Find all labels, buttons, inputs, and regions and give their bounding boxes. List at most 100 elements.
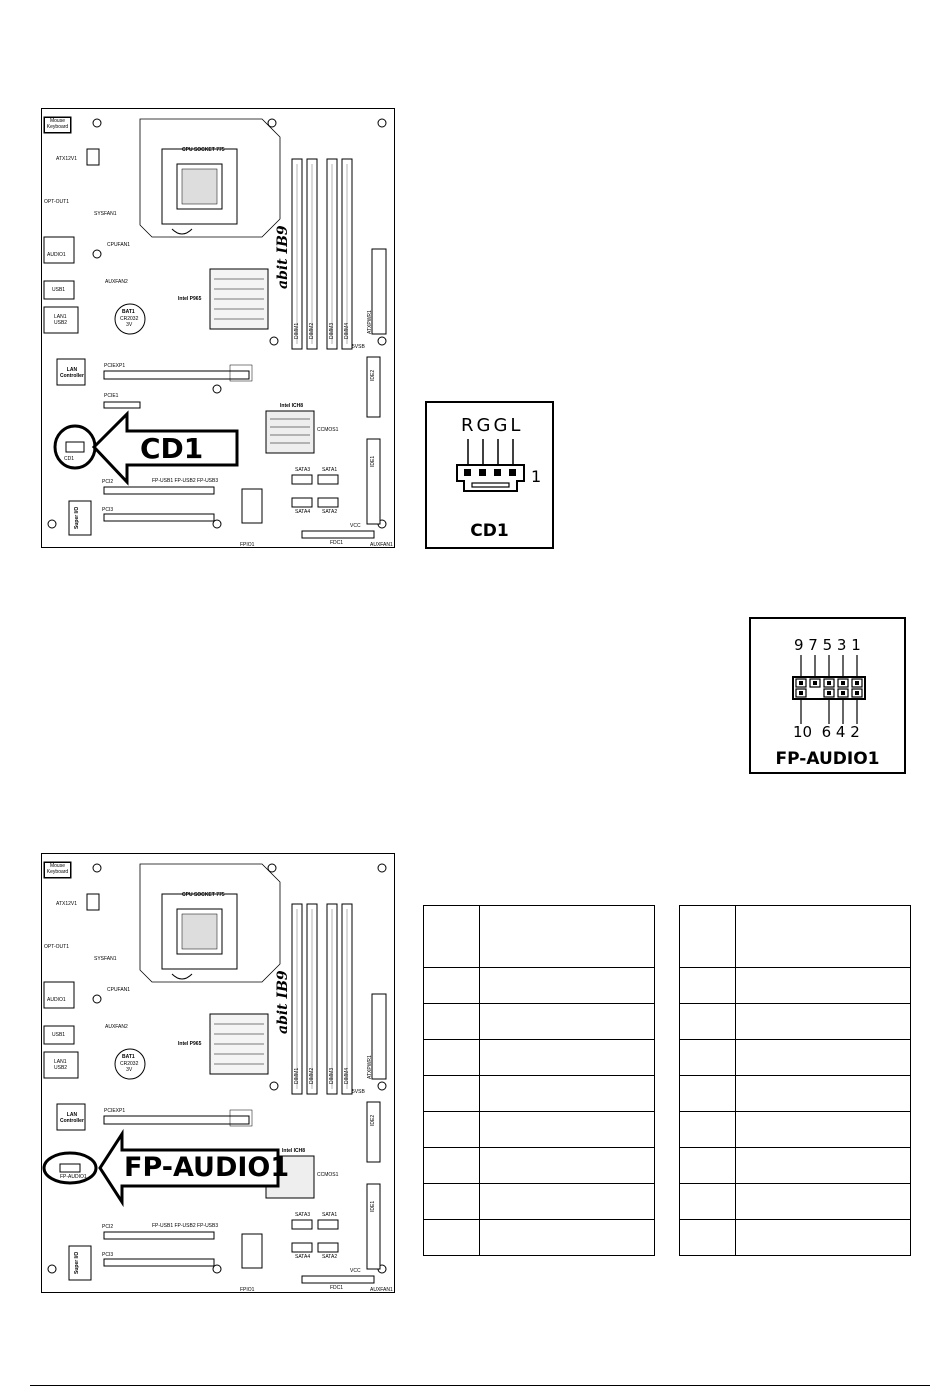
dimm3-label: DIMM3 [329,1067,335,1084]
table-cell [423,1183,480,1220]
cd1-connector-shape [456,439,525,492]
table-header-cell [423,905,480,968]
table-cell [735,1147,911,1184]
table-cell [735,1003,911,1040]
auxfan2-label: AUXFAN2 [105,279,128,285]
sata3-label: SATA3 [295,467,311,473]
table-cell [423,1147,480,1184]
table-header-cell [735,905,911,968]
battery-label: BAT1 [122,1054,135,1060]
table-header-cell [679,905,736,968]
cpu-socket-label: CPU SOCKET 775 [182,892,225,898]
lan-controller-label: LAN Controller [60,1112,84,1124]
ich8-label: Intel ICH8 [280,403,304,409]
sysfan-label: SYSFAN1 [94,211,117,217]
fdc-label: FDC1 [330,1285,344,1291]
auxfan1-label: AUXFAN1 [370,542,393,548]
atxpwr-label: ATXPWR1 [367,1055,373,1079]
chipset-p965-label: Intel P965 [178,296,202,302]
pci3-label: PCI3 [102,507,114,513]
table-cell [423,1039,480,1076]
sata2-label: SATA2 [322,509,338,515]
table-cell [679,1003,736,1040]
opt-out-label: OPT-OUT1 [44,199,70,205]
ide1-label: IDE1 [370,1200,376,1212]
table-cell [423,967,480,1004]
ich8-label: Intel ICH8 [282,1148,306,1154]
motherboard-layout-fp-audio: Mouse Keyboard ATX12V1 OPT-OUT1 SYSFAN1 … [41,853,395,1293]
pciexp-label: PCIEXP1 [104,1108,126,1114]
dimm4-label: DIMM4 [344,322,350,339]
dimm3-label: DIMM3 [329,322,335,339]
table-cell [735,1075,911,1112]
table-cell [679,1219,736,1256]
lan-usb-label: LAN1 USB2 [54,1059,68,1071]
fp-audio-top-numbers: 9 7 5 3 1 [794,636,861,654]
super-io-label: Super I/O [74,1251,80,1274]
fp-audio-small-label: FP-AUDIO1 [60,1174,87,1180]
table-cell [479,1003,655,1040]
table-cell [423,1003,480,1040]
audio-label: AUDIO1 [47,252,66,258]
fdc-label: FDC1 [330,540,344,546]
dimm4-label: DIMM4 [344,1067,350,1084]
cpufan-label: CPUFAN1 [107,242,131,248]
table-cell [479,967,655,1004]
mouse-keyboard-port: Mouse Keyboard [44,117,71,133]
dimm2-label: DIMM2 [309,322,315,339]
table-cell [679,1075,736,1112]
pin-table-right [679,905,911,1256]
cpu-socket-label: CPU SOCKET 775 [182,147,225,153]
fp-audio-callout-text: FP-AUDIO1 [124,1152,290,1183]
audio-label: AUDIO1 [47,997,66,1003]
cd1-pin-one: 1 [531,467,542,486]
pciexp-label: PCIEXP1 [104,363,126,369]
table-header-cell [479,905,655,968]
fpio-label: FPIO1 [240,1287,255,1293]
dimm1-label: DIMM1 [294,1067,300,1084]
dimm1-label: DIMM1 [294,322,300,339]
ccmos-label: CCMOS1 [317,1172,339,1178]
battery-label: BAT1 [122,309,135,315]
table-cell [479,1147,655,1184]
table-cell [479,1075,655,1112]
dimm2-label: DIMM2 [309,1067,315,1084]
sata4-label: SATA4 [295,509,311,515]
table-cell [735,1183,911,1220]
sata4-label: SATA4 [295,1254,311,1260]
table-cell [735,1111,911,1148]
super-io-label: Super I/O [74,506,80,529]
pci2-label: PCI2 [102,1224,114,1230]
sata3-label: SATA3 [295,1212,311,1218]
pci2-label: PCI2 [102,479,114,485]
lan-controller-label: LAN Controller [60,367,84,379]
cd1-caption: CD1 [470,521,509,541]
lan-usb-label: LAN1 USB2 [54,314,68,326]
board-drawing [42,861,387,1284]
table-cell [479,1183,655,1220]
fp-audio-caption: FP-AUDIO1 [775,749,880,769]
table-cell [735,1219,911,1256]
auxfan1-label: AUXFAN1 [370,1287,393,1293]
table-cell [679,1111,736,1148]
table-cell [679,1183,736,1220]
table-cell [479,1111,655,1148]
fp-usb-label: FP-USB1 FP-USB2 FP-USB3 [152,1223,219,1229]
table-cell [735,967,911,1004]
vcc-label: VCC [350,1268,361,1274]
pcie1-label: PCIE1 [104,393,119,399]
sata1-label: SATA1 [322,1212,338,1218]
mouse-keyboard-port: Mouse Keyboard [44,862,71,878]
table-cell [423,1075,480,1112]
chipset-p965-label: Intel P965 [178,1041,202,1047]
vcc-label: VCC [350,523,361,529]
fp-audio-pin-diagram: 9 7 5 3 1 10 6 4 2 FP-AUDIO1 [749,617,906,774]
table-cell [679,1147,736,1184]
table-cell [679,967,736,1004]
auxfan2-label: AUXFAN2 [105,1024,128,1030]
table-cell [479,1219,655,1256]
table-cell [423,1219,480,1256]
pin-table-left [423,905,655,1256]
table-cell [735,1039,911,1076]
5vsb-label: 5VSB [352,344,365,350]
